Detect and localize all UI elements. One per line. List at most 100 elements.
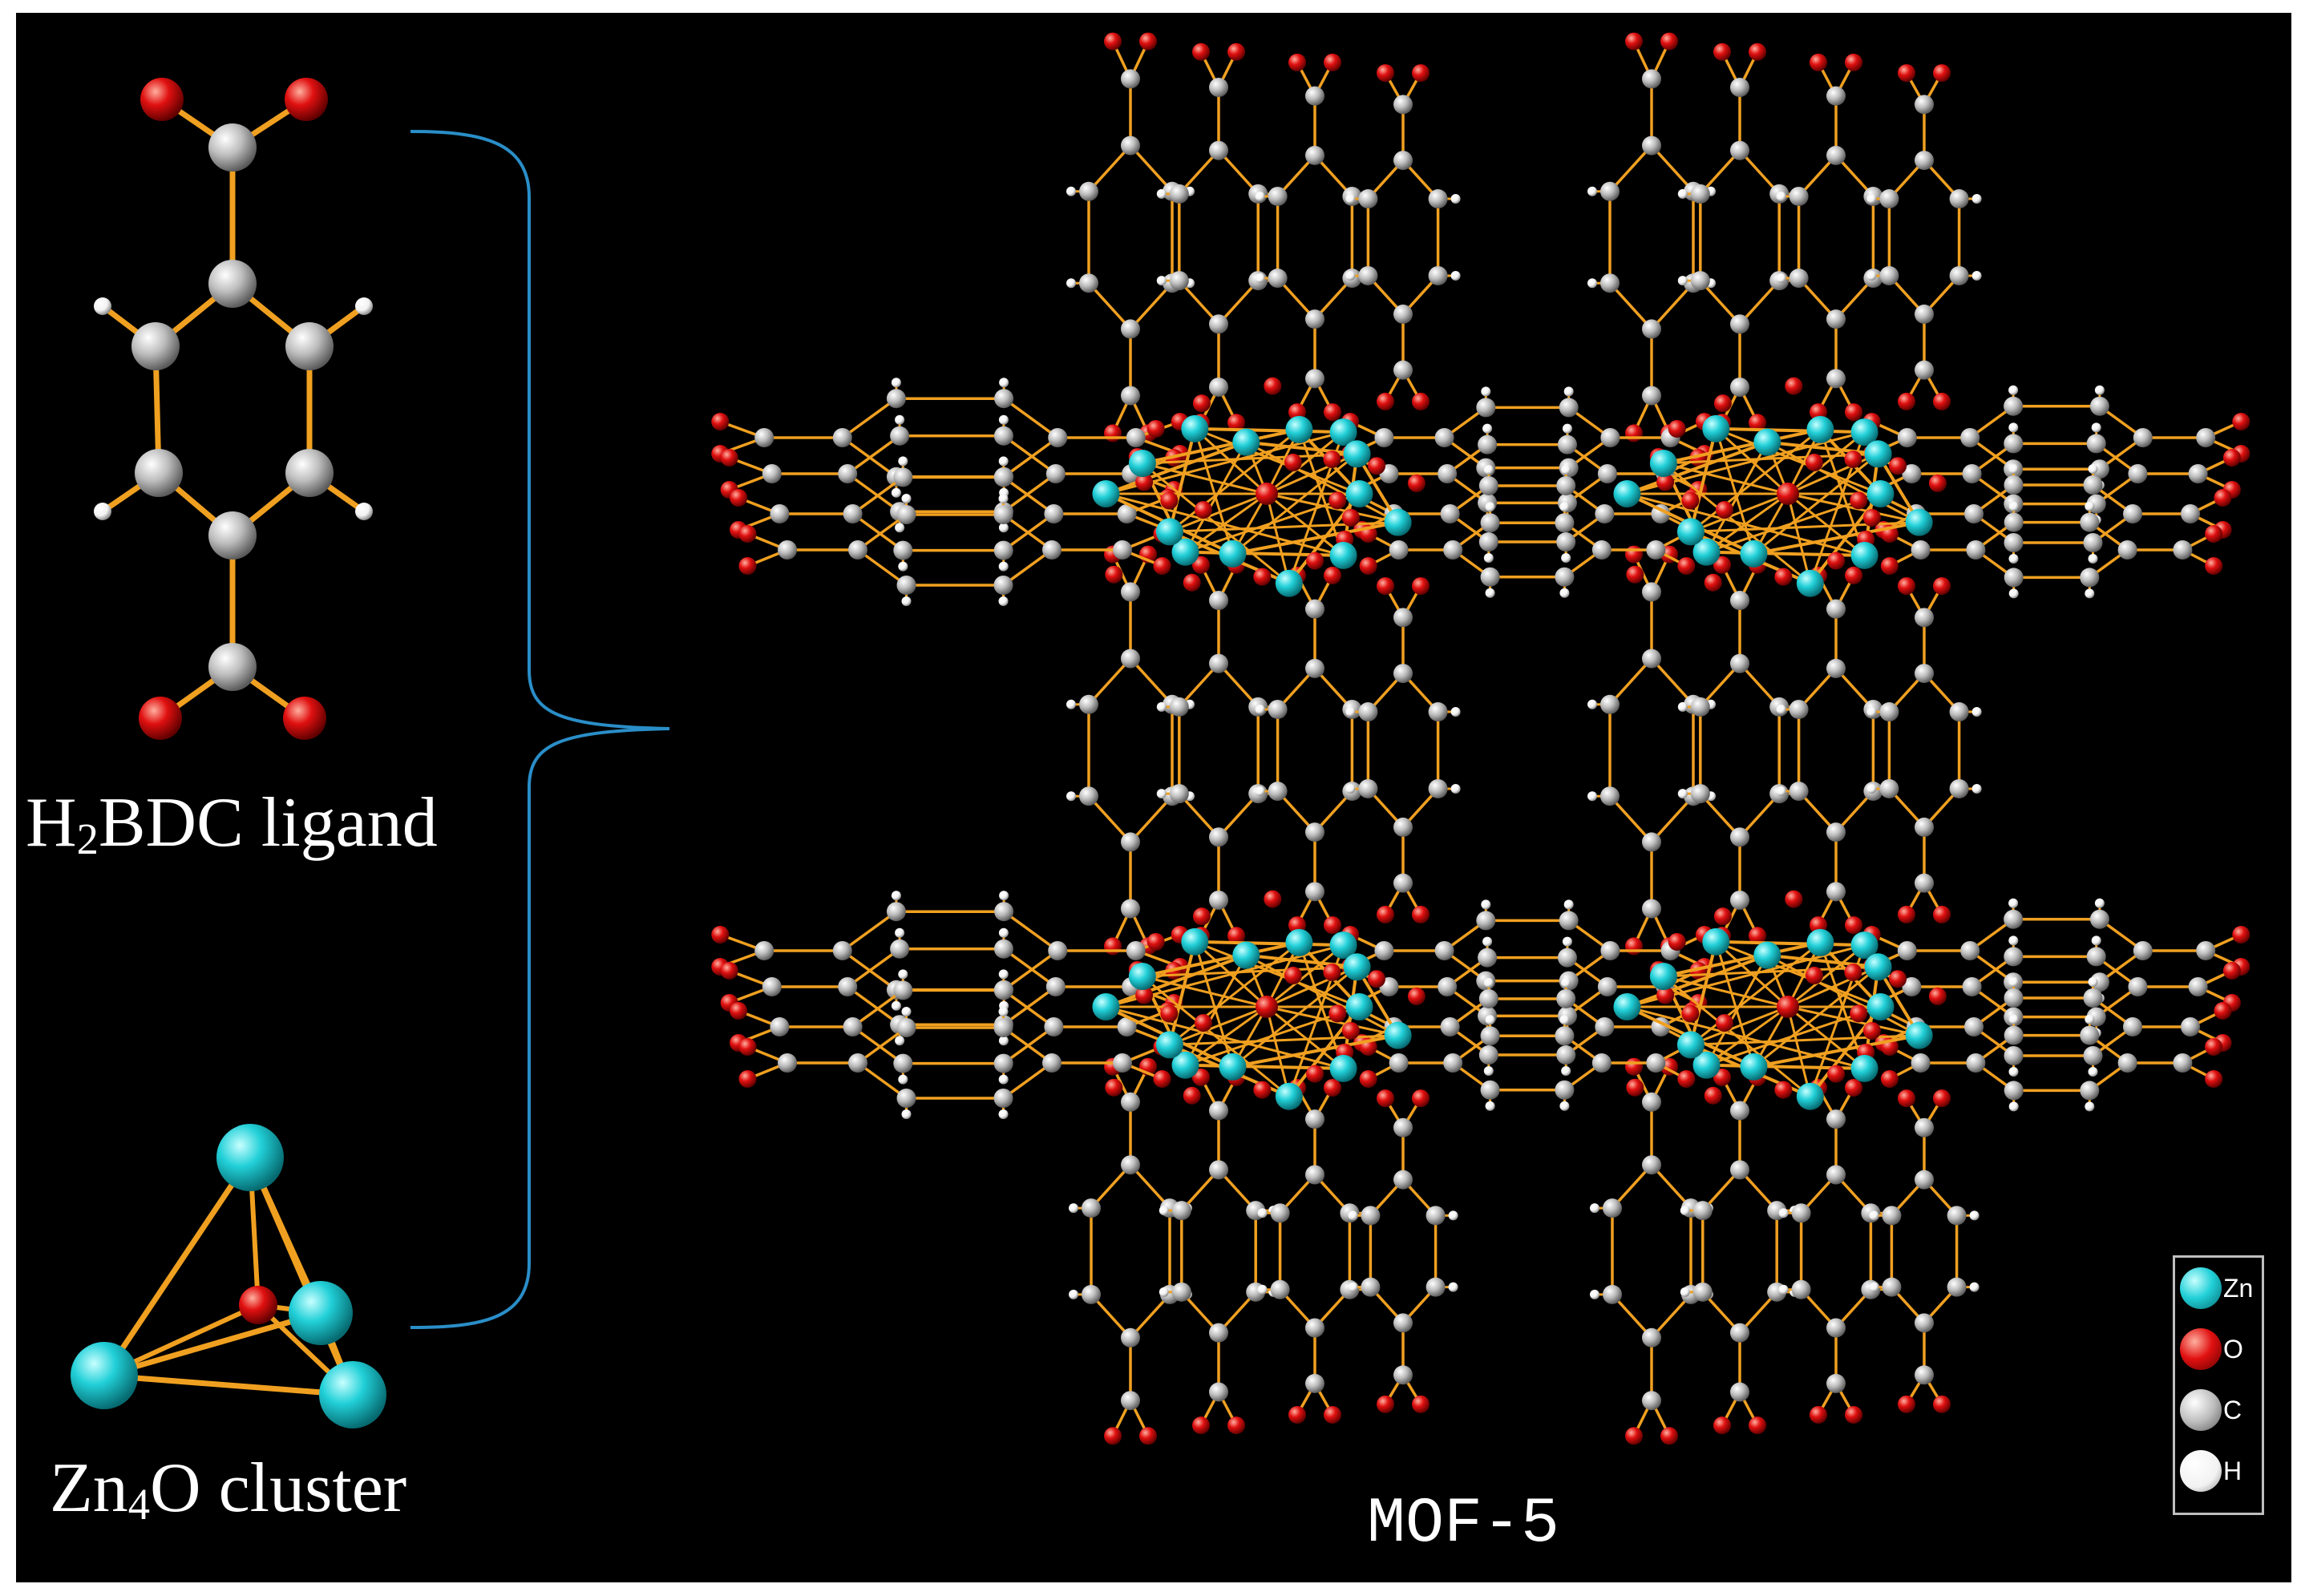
carbon-atom [1595,504,1615,523]
oxygen-atom [1306,1065,1324,1083]
hydrogen-atom [1156,701,1167,712]
carbon-atom [1082,1198,1101,1218]
carbon-atom [1915,1170,1934,1190]
zinc-atom [1864,440,1892,468]
oxygen-atom [1862,508,1881,527]
bond [1129,794,1174,844]
hydrogen-atom-swatch [2180,1450,2222,1492]
carbon-atom [2196,941,2216,960]
hydrogen-atom [2008,1067,2019,1077]
hydrogen-atom [1559,1015,1570,1025]
carbon-atom [1730,140,1749,160]
carbon-atom [993,1053,1013,1073]
bond [1193,426,1345,434]
bond [1738,279,1781,325]
carbon-atom [2083,533,2103,552]
hydrogen-atom [1483,1066,1494,1077]
carbon-atom [1270,1279,1290,1299]
carbon-atom [1730,1323,1749,1343]
hydrogen-atom [1156,188,1167,199]
hydrogen-atom [1159,1206,1169,1216]
hydrogen-atom [898,561,908,572]
bond [1738,792,1781,838]
carbon-atom [1113,540,1132,560]
bond [1625,953,1769,1008]
carbon-atom [1048,941,1068,960]
hydrogen-atom [895,1036,905,1046]
carbon-atom [2004,1025,2024,1045]
oxygen-atom [1323,963,1341,981]
carbon-atom [1642,1391,1661,1411]
zinc-atom [1806,928,1834,956]
oxygen-atom [1785,377,1803,395]
oxygen-atom [1933,64,1951,83]
h2bdc-ligand-model [94,78,373,740]
carbon-atom [838,464,858,483]
oxygen-atom [1284,966,1302,984]
bond [1699,149,1741,196]
bond [1129,281,1174,331]
hydrogen-atom [1776,273,1786,284]
carbon-atom [1048,428,1068,447]
oxygen-atom [2214,1002,2232,1020]
carbon-atom [1730,890,1749,910]
carbon-atom [285,322,334,370]
oxygen-atom [1377,1089,1394,1108]
carbon-atom [1692,1282,1713,1302]
hydrogen-atom [1562,423,1572,434]
bond [846,985,901,1026]
carbon-atom [1121,386,1140,406]
oxygen-atom [2232,413,2250,430]
hydrogen-atom [1156,789,1167,799]
zinc-atom [1275,1082,1303,1110]
bond [1087,657,1132,706]
oxygen-atom [1656,473,1675,491]
carbon-atom [993,505,1013,524]
carbon-atom [1603,1284,1622,1304]
bond [1002,947,1057,988]
bond [1167,939,1197,1047]
oxygen-atom [1660,1427,1678,1445]
zinc-atom [1285,415,1313,443]
hydrogen-atom [1562,936,1572,947]
carbon-atom [2196,428,2216,447]
carbon-atom [1361,1277,1381,1297]
legend-item-h: H [2180,1444,2260,1500]
oxygen-atom [1153,1070,1171,1088]
oxygen-atom [1810,53,1827,71]
carbon-atom [2089,459,2109,479]
carbon-atom [2117,1053,2137,1073]
hydrogen-atom [1971,707,1982,717]
zinc-atom [289,1281,353,1345]
carbon-atom [1121,582,1140,602]
zinc-atom [319,1361,386,1428]
bond [1265,452,1359,495]
oxygen-atom [1105,565,1123,584]
oxygen-atom [1407,987,1425,1005]
bond [1231,452,1359,556]
carbon-atom [1209,653,1228,673]
hydrogen-atom [1778,1284,1789,1295]
carbon-atom [1305,822,1324,842]
carbon-atom [1121,1155,1140,1175]
bond [1104,440,1248,495]
hydrogen-atom [1483,977,1494,988]
bond [1650,281,1695,331]
carbon-atom [1559,911,1579,931]
carbon-atom [2080,1025,2100,1045]
oxygen-atom [1713,1416,1731,1435]
bond [1714,427,1789,495]
hydrogen-atom [1866,270,1877,281]
oxygen-atom [1898,905,1915,923]
hydrogen-atom [1587,278,1597,289]
oxygen-atom [1880,1070,1899,1088]
carbon-atom [1305,369,1324,389]
hydrogen-atom [891,891,901,901]
carbon-atom [893,467,913,487]
oxygen-atom [2205,1070,2223,1088]
carbon-atom [1121,1092,1140,1112]
carbon-atom [1690,271,1710,291]
carbon-atom [1646,540,1666,560]
carbon-atom [1209,1101,1228,1121]
oxygen-atom [1368,970,1386,988]
